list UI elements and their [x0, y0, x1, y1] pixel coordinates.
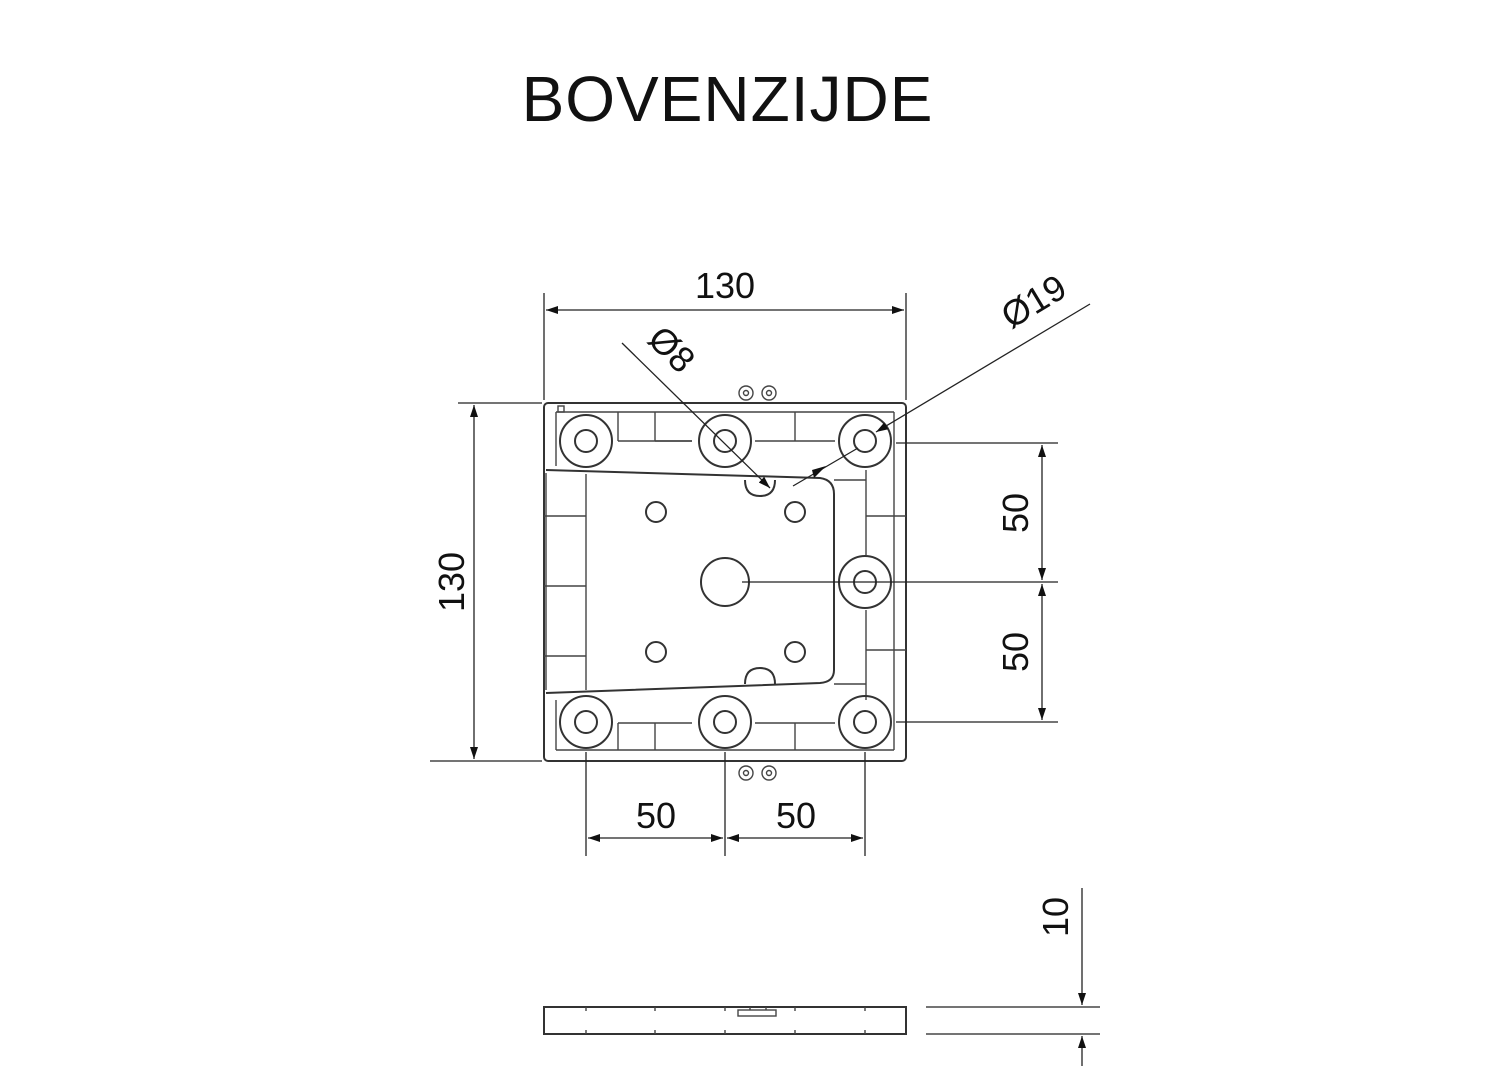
mounting-boss-top-center: [698, 414, 752, 468]
plate-hole-top-right: [784, 501, 806, 523]
plate-center-hole: [700, 557, 750, 607]
dim-label-large-hole: Ø19: [994, 266, 1073, 336]
rib-grid: [544, 405, 906, 751]
drawing-title: BOVENZIJDE: [521, 63, 934, 135]
dimension-bottom-spacing: 50 50: [585, 752, 866, 856]
dimension-top-width: 130: [543, 265, 907, 400]
dim-label-right-upper: 50: [995, 493, 1036, 533]
mounting-boss-top-left: [559, 414, 613, 468]
top-notch: [744, 479, 776, 498]
bottom-notch: [744, 666, 776, 685]
dim-label-bottom-right: 50: [776, 795, 816, 836]
dim-label-top-width: 130: [695, 265, 755, 306]
dim-label-bottom-left: 50: [636, 795, 676, 836]
plate-hole-bottom-left: [645, 641, 667, 663]
dimension-left-height: 130: [430, 402, 542, 762]
dim-label-small-hole: Ø8: [640, 318, 703, 381]
mounting-boss-top-right: [838, 414, 892, 468]
base-plate-side-view: [543, 1006, 907, 1035]
plate-hole-bottom-right: [784, 641, 806, 663]
side-profile: [543, 1006, 907, 1035]
twin-pins-bottom: [738, 765, 777, 781]
dim-label-right-lower: 50: [995, 632, 1036, 672]
plate-hole-top-left: [645, 501, 667, 523]
mounting-boss-bottom-right: [838, 695, 892, 749]
dimension-large-hole: Ø19: [792, 266, 1091, 487]
dim-label-side-thickness: 10: [1035, 897, 1076, 937]
twin-pins-top: [738, 385, 777, 401]
base-plate-top-view: [543, 385, 907, 781]
dimension-right-spacing: 50 50: [742, 442, 1058, 723]
dim-label-left-height: 130: [431, 552, 472, 612]
mounting-boss-bottom-left: [559, 695, 613, 749]
mounting-boss-bottom-center: [698, 695, 752, 749]
dimension-side-thickness: 10: [926, 888, 1100, 1066]
